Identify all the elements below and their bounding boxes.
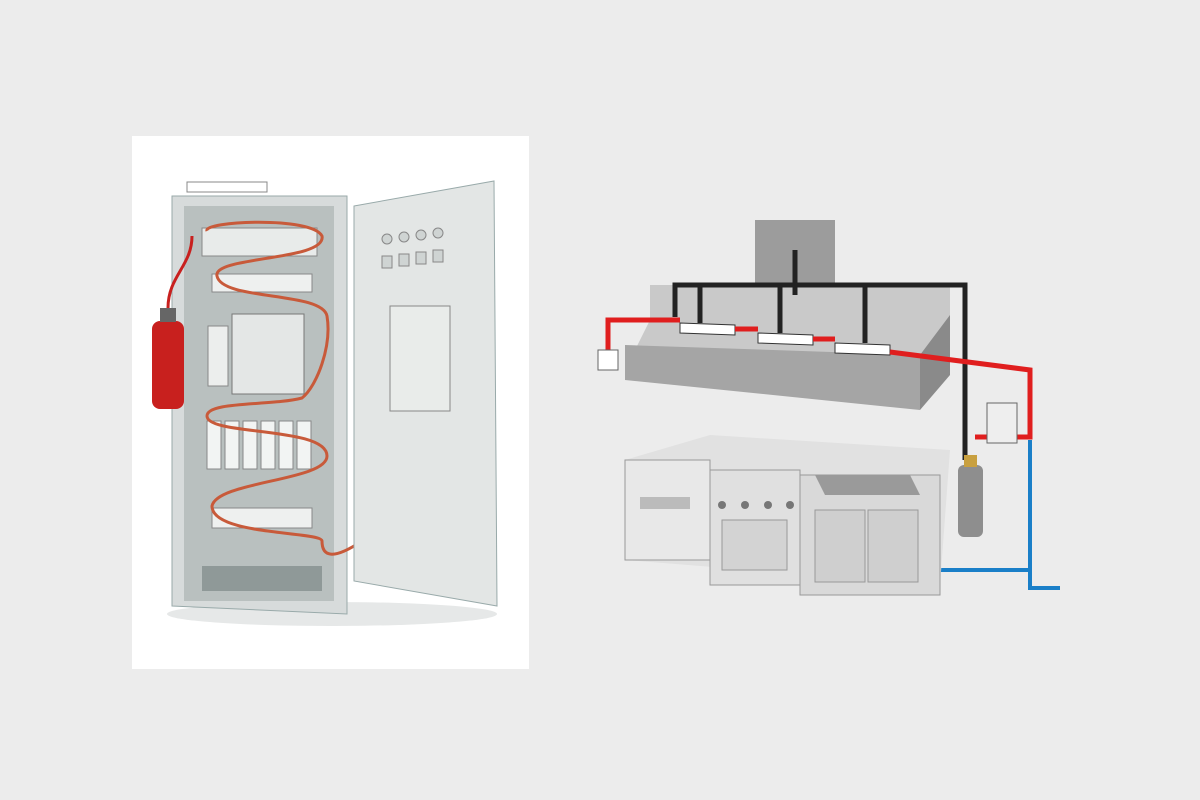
nozzle [679, 322, 736, 336]
detection-line [605, 317, 1033, 440]
nozzle [834, 342, 891, 356]
cabinet-illustration [152, 180, 498, 626]
kitchen-fire-suppression-diagram [590, 205, 1070, 625]
griddle [624, 459, 711, 561]
transformer [231, 313, 305, 395]
fire-extinguisher [152, 321, 184, 409]
door-document-pocket [389, 305, 451, 412]
cabinet-handle-top [186, 181, 268, 193]
water-line [940, 440, 1060, 590]
gas-pipe [672, 250, 968, 460]
control-box [986, 402, 1018, 444]
agent-cylinder [958, 465, 983, 537]
electrical-cabinet-image [132, 136, 529, 669]
nozzle [757, 332, 814, 346]
kitchen-illustration [597, 220, 1060, 596]
manual-release-box [597, 349, 619, 371]
